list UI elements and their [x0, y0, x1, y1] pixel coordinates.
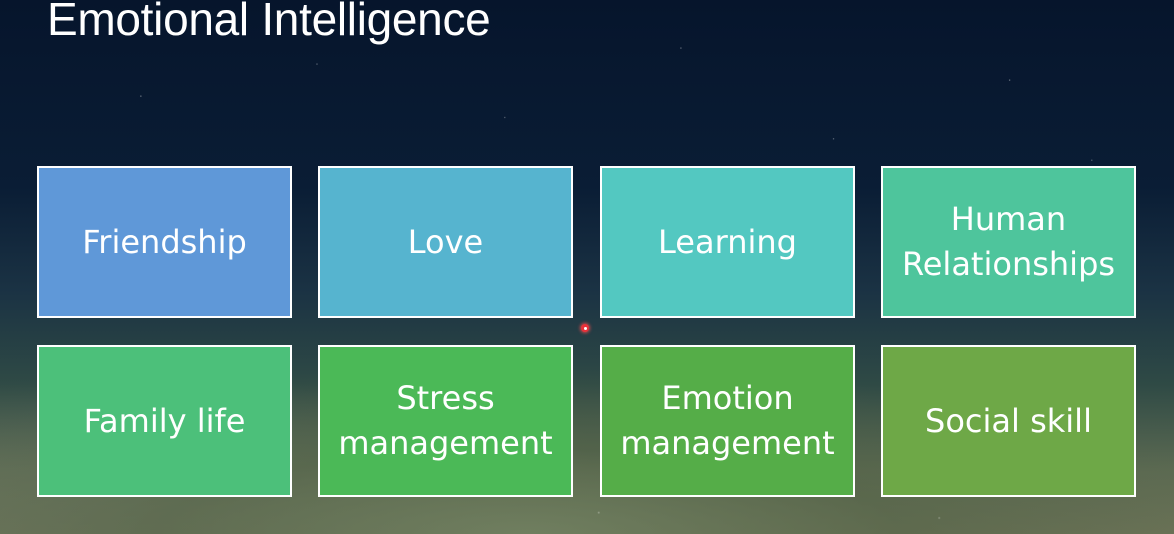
- tile-label: Stress management: [338, 379, 553, 462]
- tile-label: Social skill: [925, 401, 1092, 440]
- tile-family-life[interactable]: Family life: [37, 345, 292, 497]
- tile-label: Learning: [658, 222, 797, 261]
- tile-label: Human Relationships: [901, 200, 1116, 283]
- tile-emotion-management[interactable]: Emotion management: [600, 345, 855, 497]
- laser-pointer-icon: [581, 324, 589, 332]
- tile-love[interactable]: Love: [318, 166, 573, 318]
- tile-label: Family life: [83, 401, 246, 440]
- tile-label: Love: [407, 222, 484, 261]
- tile-label: Friendship: [82, 222, 247, 261]
- tile-learning[interactable]: Learning: [600, 166, 855, 318]
- tile-human-relationships[interactable]: Human Relationships: [881, 166, 1136, 318]
- tile-social-skill[interactable]: Social skill: [881, 345, 1136, 497]
- tile-stress-management[interactable]: Stress management: [318, 345, 573, 497]
- slide-title: Emotional Intelligence: [47, 0, 491, 45]
- tile-friendship[interactable]: Friendship: [37, 166, 292, 318]
- tile-label: Emotion management: [620, 379, 835, 462]
